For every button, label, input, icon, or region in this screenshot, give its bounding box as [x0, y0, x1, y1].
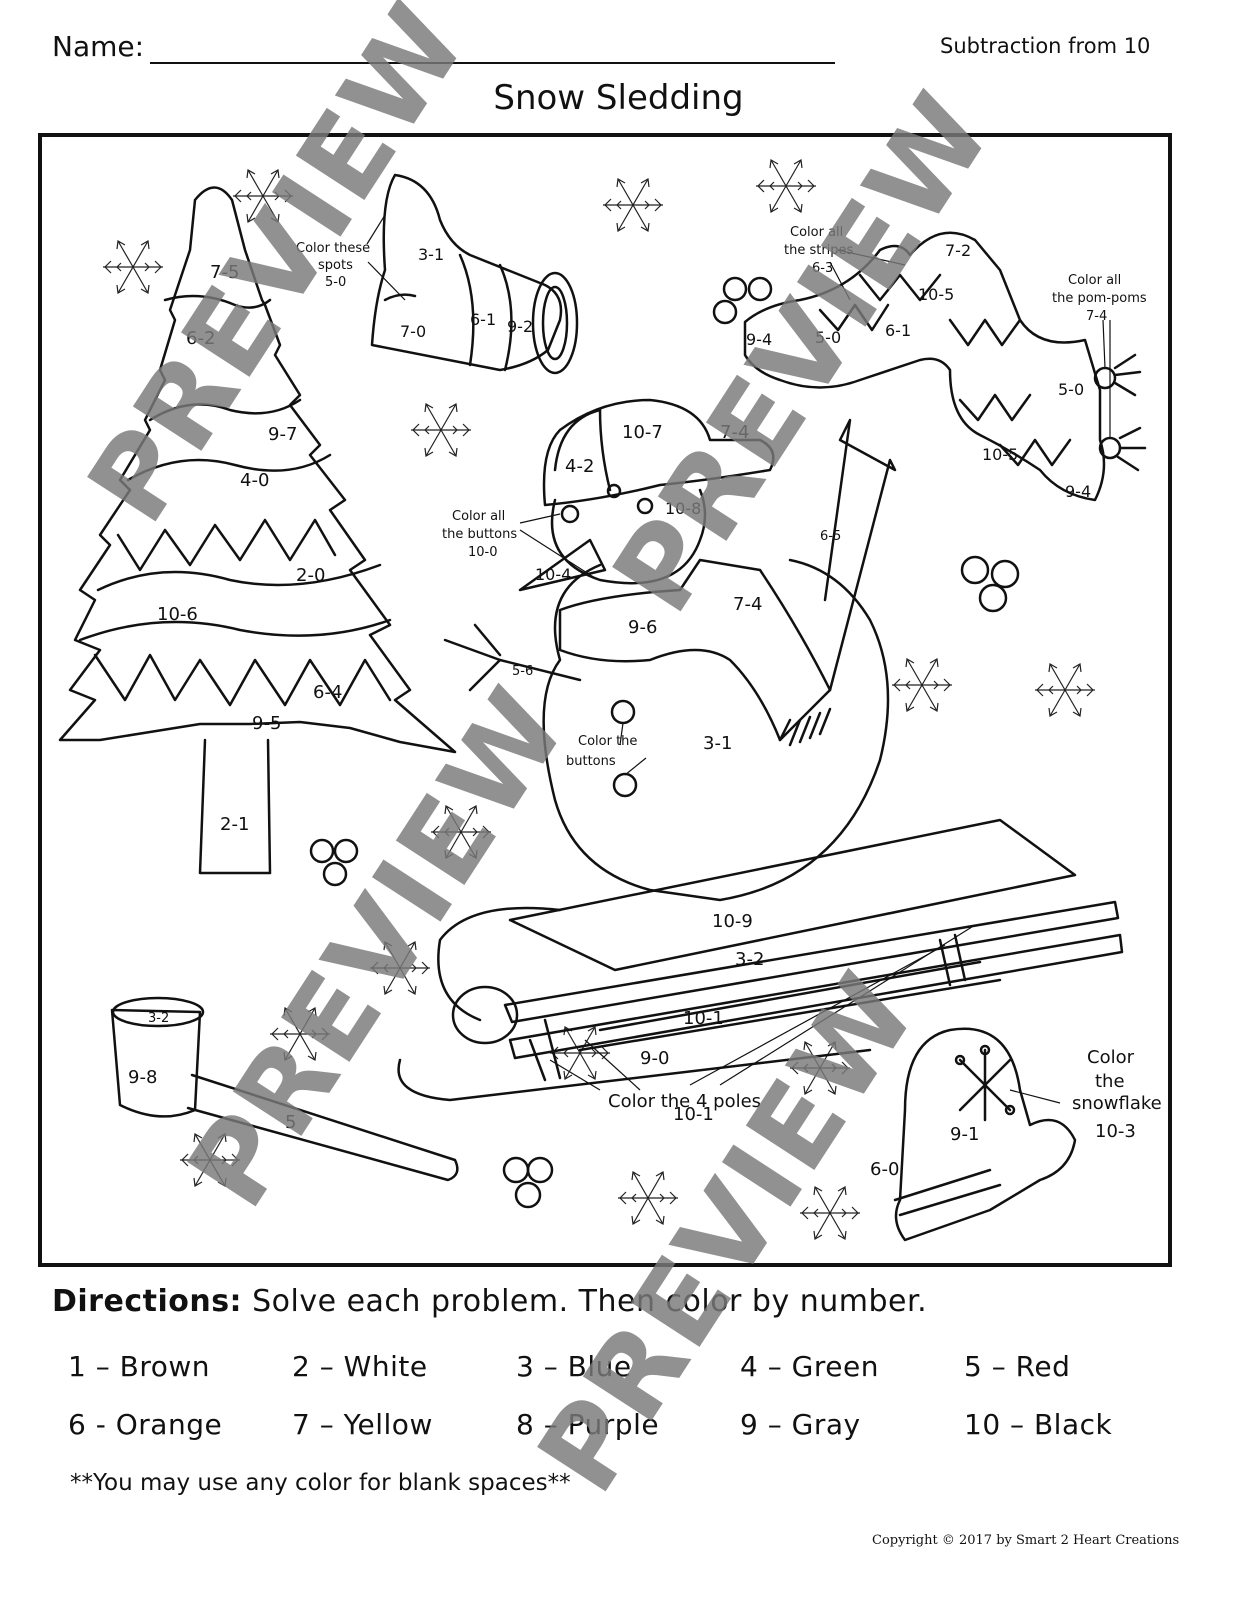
- svg-text:10-8: 10-8: [665, 499, 701, 518]
- scarf-labels: Color all the stripes 6-3 Color all the …: [746, 225, 1147, 501]
- svg-text:9-0: 9-0: [640, 1048, 669, 1069]
- svg-text:5-0: 5-0: [325, 275, 346, 290]
- snowman-labels: 10-7 7-4 4-2 10-8 10-4 7-4 9-6 5-6 6-5 3…: [442, 422, 841, 769]
- svg-text:6-5: 6-5: [820, 529, 841, 544]
- svg-text:4-2: 4-2: [565, 456, 594, 477]
- worksheet-subtitle: Subtraction from 10: [940, 34, 1151, 58]
- pine-tree: [58, 186, 457, 875]
- svg-text:the: the: [1095, 1071, 1125, 1092]
- snowflake-icon: [102, 159, 1096, 1240]
- svg-text:the stripes: the stripes: [784, 243, 854, 258]
- key-item: 4 – Green: [740, 1350, 879, 1383]
- mallet: [110, 996, 459, 1182]
- svg-text:9-5: 9-5: [252, 713, 281, 734]
- svg-text:3-1: 3-1: [418, 245, 444, 264]
- svg-text:spots: spots: [318, 258, 353, 273]
- svg-text:6-1: 6-1: [470, 310, 496, 329]
- mitten: [893, 1027, 1077, 1242]
- svg-text:6-0: 6-0: [870, 1159, 899, 1180]
- svg-text:6-2: 6-2: [186, 328, 215, 349]
- svg-text:10-5: 10-5: [982, 445, 1018, 464]
- svg-text:the buttons: the buttons: [442, 527, 517, 542]
- copyright: Copyright © 2017 by Smart 2 Heart Creati…: [872, 1533, 1180, 1548]
- svg-text:2-0: 2-0: [296, 565, 325, 586]
- sled: [397, 818, 1124, 1102]
- svg-text:9-8: 9-8: [128, 1067, 157, 1088]
- svg-text:7-5: 7-5: [210, 262, 239, 283]
- name-label: Name:: [52, 30, 145, 63]
- svg-text:7-4: 7-4: [720, 422, 749, 443]
- svg-text:10-3: 10-3: [1095, 1121, 1136, 1142]
- mitten-labels: Color the snowflake 10-3 9-1 6-0: [870, 1047, 1162, 1180]
- svg-text:snowflake: snowflake: [1072, 1093, 1162, 1114]
- scarf: [743, 231, 1147, 502]
- key-item: 6 - Orange: [68, 1408, 223, 1441]
- snowman: [443, 398, 897, 902]
- sled-labels: 10-9 3-2 10-1 9-0 Color the 4 poles 10-1: [608, 911, 764, 1125]
- svg-text:Color all: Color all: [452, 509, 505, 524]
- svg-text:Color all: Color all: [1068, 273, 1121, 288]
- svg-text:2-1: 2-1: [220, 814, 249, 835]
- svg-text:10-0: 10-0: [468, 545, 498, 560]
- svg-text:5: 5: [285, 1112, 296, 1133]
- svg-text:10-9: 10-9: [712, 911, 753, 932]
- name-line[interactable]: [150, 62, 835, 64]
- svg-text:10-5: 10-5: [918, 285, 954, 304]
- svg-text:10-1: 10-1: [683, 1008, 724, 1029]
- svg-text:Color: Color: [1087, 1047, 1135, 1068]
- directions: Directions: Solve each problem. Then col…: [52, 1284, 927, 1319]
- boot: [370, 173, 579, 375]
- svg-text:the pom-poms: the pom-poms: [1052, 291, 1147, 306]
- svg-text:7-4: 7-4: [1086, 309, 1107, 324]
- svg-text:3-2: 3-2: [735, 949, 764, 970]
- svg-text:3-2: 3-2: [148, 1011, 169, 1026]
- svg-text:6-3: 6-3: [812, 261, 833, 276]
- svg-text:9-4: 9-4: [746, 330, 772, 349]
- svg-text:9-7: 9-7: [268, 424, 297, 445]
- svg-text:Color the: Color the: [578, 734, 637, 749]
- key-item: 2 – White: [292, 1350, 428, 1383]
- svg-text:5-6: 5-6: [512, 664, 533, 679]
- boot-labels: Color these spots 5-0 3-1 7-0 6-1 9-2: [296, 241, 533, 341]
- directions-label: Directions:: [52, 1284, 243, 1319]
- key-item: 1 – Brown: [68, 1350, 211, 1383]
- svg-text:6-4: 6-4: [313, 682, 342, 703]
- svg-text:10-6: 10-6: [157, 604, 198, 625]
- svg-text:Color these: Color these: [296, 241, 370, 256]
- svg-text:7-0: 7-0: [400, 322, 426, 341]
- key-item: 10 – Black: [964, 1408, 1113, 1441]
- svg-text:Color all: Color all: [790, 225, 843, 240]
- key-item: 9 – Gray: [740, 1408, 861, 1441]
- svg-text:9-6: 9-6: [628, 617, 657, 638]
- svg-text:9-2: 9-2: [507, 317, 533, 336]
- svg-text:3-1: 3-1: [703, 733, 732, 754]
- key-item: 5 – Red: [964, 1350, 1071, 1383]
- key-item: 7 – Yellow: [292, 1408, 433, 1441]
- svg-text:5-0: 5-0: [1058, 380, 1084, 399]
- directions-text: Solve each problem. Then color by number…: [252, 1284, 928, 1319]
- svg-text:9-1: 9-1: [950, 1124, 979, 1145]
- svg-text:5-0: 5-0: [815, 328, 841, 347]
- svg-text:10-7: 10-7: [622, 422, 663, 443]
- svg-text:10-1: 10-1: [673, 1104, 714, 1125]
- svg-text:10-4: 10-4: [535, 565, 571, 584]
- svg-text:7-4: 7-4: [733, 594, 762, 615]
- svg-text:7-2: 7-2: [945, 241, 971, 260]
- leader-lines: [366, 214, 1111, 1104]
- tree-labels: 7-5 6-2 9-7 4-0 2-0 10-6 6-4 9-5 2-1: [157, 262, 342, 835]
- svg-text:buttons: buttons: [566, 754, 616, 769]
- worksheet-title: Snow Sledding: [493, 78, 744, 118]
- svg-text:4-0: 4-0: [240, 470, 269, 491]
- key-item: 8 – Purple: [516, 1408, 660, 1441]
- snowball-cluster: [309, 276, 1020, 1209]
- key-item: 3 – Blue: [516, 1350, 632, 1383]
- svg-text:Color the 4 poles: Color the 4 poles: [608, 1091, 761, 1112]
- coloring-frame: [38, 133, 1172, 1267]
- svg-text:9-4: 9-4: [1065, 482, 1091, 501]
- blank-spaces-note: **You may use any color for blank spaces…: [70, 1470, 571, 1496]
- svg-text:6-1: 6-1: [885, 321, 911, 340]
- mallet-labels: 3-2 9-8 5: [128, 1011, 296, 1133]
